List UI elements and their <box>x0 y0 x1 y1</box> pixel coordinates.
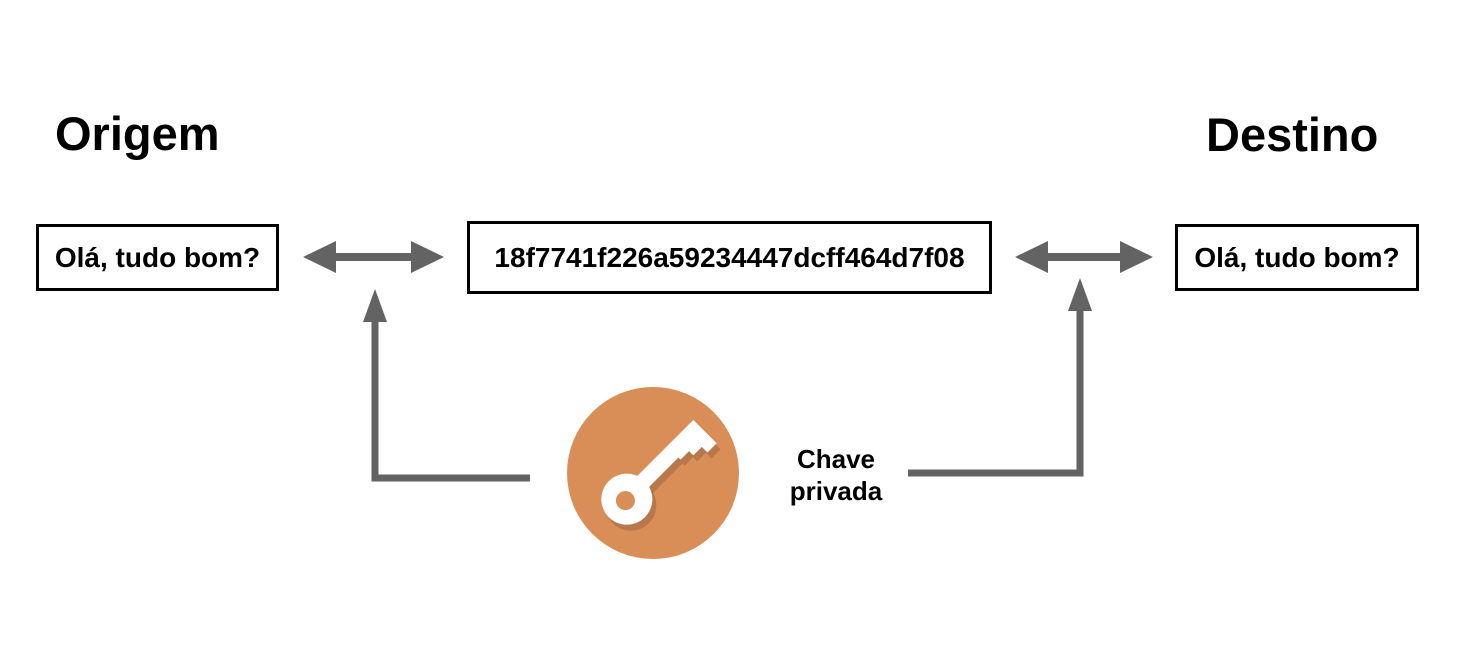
left-double-arrow-head-left <box>303 241 336 273</box>
private-key-badge <box>567 387 739 559</box>
private-key-label: Chave privada <box>789 444 883 506</box>
right-double-arrow-head-right <box>1120 241 1153 273</box>
key-to-destination-arrow-head <box>1068 278 1092 311</box>
left-double-arrow-head-right <box>411 241 444 273</box>
destination-message-box: Olá, tudo bom? <box>1175 224 1419 291</box>
origin-title: Origem <box>55 107 220 160</box>
ciphertext-box: 18f7741f226a59234447dcff464d7f08 <box>467 221 992 294</box>
origin-message-box: Olá, tudo bom? <box>36 224 279 291</box>
right-double-arrow-head-left <box>1015 241 1048 273</box>
origin-message-text: Olá, tudo bom? <box>54 241 261 273</box>
key-to-origin-arrow-line <box>371 316 530 482</box>
key-bow-hole <box>615 491 635 511</box>
destination-title: Destino <box>1206 108 1379 161</box>
ciphertext-text: 18f7741f226a59234447dcff464d7f08 <box>494 241 965 273</box>
key-to-destination-arrow-line <box>908 306 1084 477</box>
right-double-arrow-icon <box>1015 241 1153 273</box>
key-blade <box>628 419 717 497</box>
key-icon <box>601 419 717 525</box>
destination-message-text: Olá, tudo bom? <box>1194 241 1400 273</box>
key-to-origin-arrow-head <box>363 289 387 322</box>
left-double-arrow-icon <box>303 241 444 273</box>
key-to-origin-arrow-icon <box>363 289 530 482</box>
key-to-destination-arrow-icon <box>908 278 1092 477</box>
